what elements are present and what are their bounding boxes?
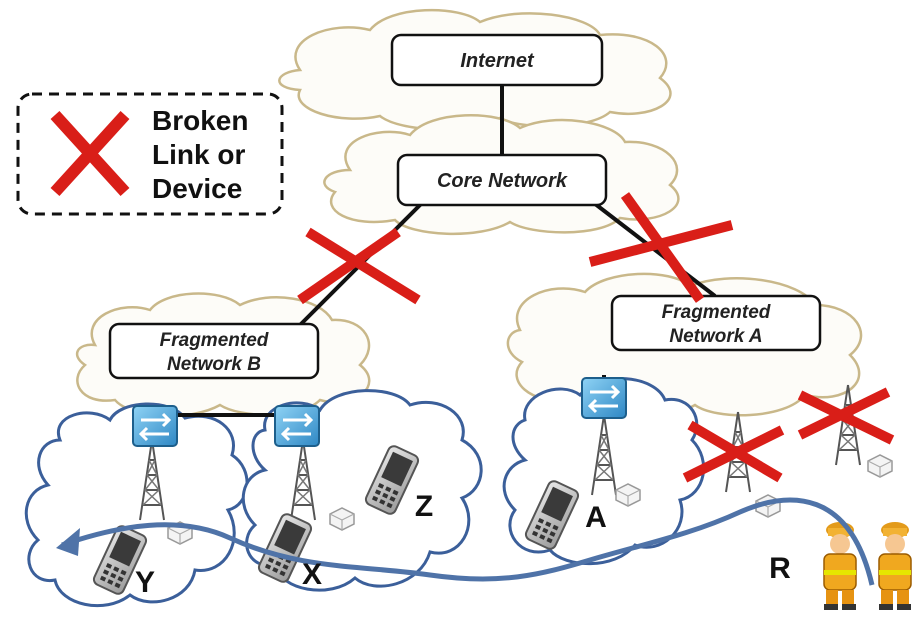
legend-line1: Broken [152, 105, 248, 136]
message-path [61, 497, 875, 586]
node-z-label: Z [415, 490, 433, 523]
broken-link-cross-right [588, 192, 734, 303]
network-a-label-line2: Network A [669, 326, 762, 347]
legend-line2: Link or [152, 139, 245, 170]
network-b-box: Fragmented Network B [108, 322, 320, 380]
legend-line3: Device [152, 173, 242, 204]
node-r-label: R [769, 552, 791, 585]
node-y-label: Y [135, 566, 155, 599]
sensor-broken-2-icon [867, 454, 893, 478]
broken-link-cross-left [297, 227, 421, 305]
network-a-label-line1: Fragmented [662, 302, 771, 323]
switch-a-icon [580, 376, 628, 420]
node-a-label: A [585, 501, 607, 534]
network-b-label-line2: Network B [167, 354, 261, 375]
message-path-arrowhead [56, 528, 80, 556]
network-b-label-line1: Fragmented [160, 330, 269, 351]
internet-label: Internet [460, 50, 535, 72]
broken-tower-cross-1 [682, 420, 785, 483]
node-x-label: X [302, 558, 322, 591]
switch-b2-icon [273, 404, 321, 448]
network-a-box: Fragmented Network A [610, 294, 822, 352]
broken-tower-cross-2 [797, 387, 895, 445]
legend-cross-icon [50, 110, 130, 197]
legend: Broken Link or Device [16, 92, 284, 216]
core-network-box: Core Network [396, 153, 608, 207]
switch-b1-icon [131, 404, 179, 448]
firefighter-2-icon [878, 521, 912, 611]
core-network-label: Core Network [437, 170, 568, 192]
internet-box: Internet [390, 33, 604, 87]
